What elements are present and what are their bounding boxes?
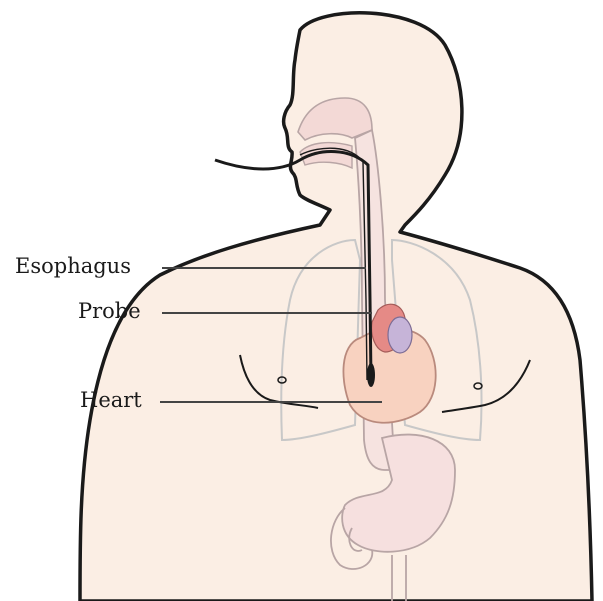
probe-tip — [367, 363, 375, 387]
heart-label: Heart — [80, 390, 142, 411]
esophagus-label: Esophagus — [15, 256, 131, 277]
pulmonary-vessel — [388, 317, 412, 353]
probe-label: Probe — [78, 301, 141, 322]
